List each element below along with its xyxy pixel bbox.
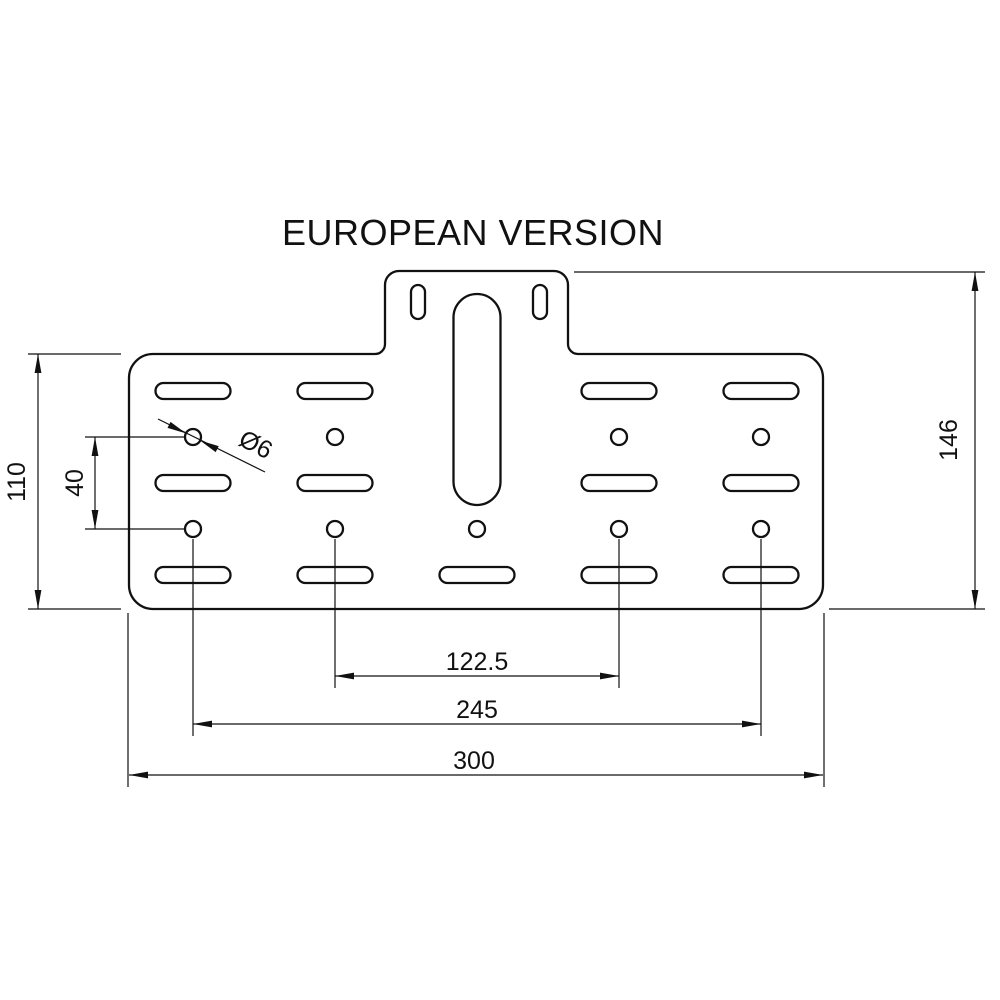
- dim-label-110: 110: [3, 462, 31, 502]
- slot: [580, 381, 658, 401]
- slot: [580, 473, 658, 493]
- tab-slot-right: [531, 283, 549, 321]
- slot: [722, 381, 800, 401]
- slot-row-top: [154, 381, 800, 401]
- tab-slot-left: [409, 283, 427, 321]
- hole: [609, 519, 629, 539]
- arrowhead: [91, 510, 99, 529]
- hole-row-upper: [183, 427, 771, 447]
- dim-label-300: 300: [453, 747, 495, 775]
- bracket-outline: [127, 269, 825, 611]
- dim-label-40: 40: [61, 469, 89, 497]
- slot-row-bottom: [154, 565, 800, 585]
- dim-label-122-5: 122.5: [446, 648, 509, 676]
- slot: [438, 565, 516, 585]
- dim-inner-hole-spacing: 122.5: [334, 539, 620, 688]
- arrowhead: [193, 720, 212, 728]
- arrowhead: [971, 590, 979, 609]
- arrowhead: [129, 771, 148, 779]
- hole: [183, 427, 203, 447]
- slot-row-middle: [154, 473, 800, 493]
- center-vertical-slot: [452, 292, 502, 507]
- hole: [325, 427, 345, 447]
- hole-row-lower: [183, 519, 771, 539]
- arrowhead: [971, 272, 979, 291]
- hole: [183, 519, 203, 539]
- dim-body-height: 110: [3, 353, 121, 610]
- dim-label-diameter: Ø6: [234, 425, 276, 465]
- slot: [296, 473, 374, 493]
- drawing-title: EUROPEAN VERSION: [282, 212, 664, 253]
- arrowhead: [600, 672, 619, 680]
- dim-outer-hole-spacing: 245: [192, 539, 762, 736]
- slot: [722, 473, 800, 493]
- arrowhead: [742, 720, 761, 728]
- dim-overall-width: 300: [127, 613, 825, 787]
- hole: [751, 519, 771, 539]
- slot: [154, 381, 232, 401]
- hole: [325, 519, 345, 539]
- slot: [154, 473, 232, 493]
- slot: [296, 381, 374, 401]
- arrowhead: [34, 590, 42, 609]
- dim-hole-diameter: Ø6: [157, 418, 277, 473]
- arrowhead: [804, 771, 823, 779]
- hole: [609, 427, 629, 447]
- arrowhead: [34, 354, 42, 373]
- bracket-part: [127, 269, 825, 611]
- dim-label-245: 245: [456, 696, 498, 724]
- hole: [751, 427, 771, 447]
- arrowhead: [335, 672, 354, 680]
- hole: [467, 519, 487, 539]
- tab-slots: [409, 283, 549, 507]
- dim-overall-height: 146: [574, 271, 985, 610]
- arrowhead: [91, 437, 99, 456]
- dim-hole-row-spacing: 40: [61, 436, 184, 530]
- dim-label-146: 146: [935, 419, 963, 461]
